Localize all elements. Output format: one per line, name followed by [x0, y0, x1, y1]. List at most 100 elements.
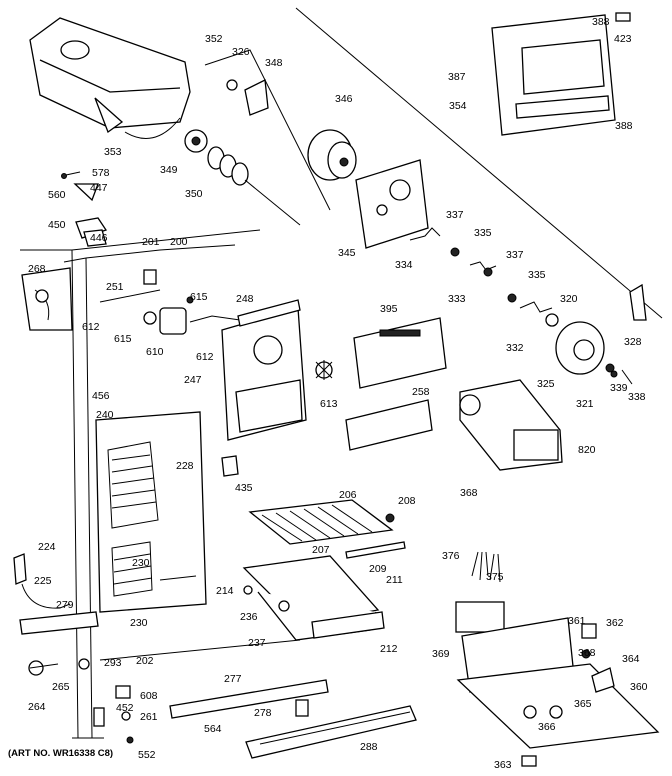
callout-277: 277: [224, 673, 242, 685]
callout-363: 363: [494, 759, 512, 771]
evaporator-panel: [95, 411, 207, 613]
auger-spiral: [207, 146, 301, 226]
callout-264: 264: [28, 701, 46, 713]
wire-terminals: [471, 551, 501, 583]
machine-compartment: [455, 601, 660, 767]
callout-335: 335: [528, 269, 546, 281]
callout-261: 261: [140, 711, 158, 723]
callout-366: 366: [538, 721, 556, 733]
callout-613: 613: [320, 398, 338, 410]
callout-337: 337: [506, 249, 524, 261]
callout-354: 354: [449, 100, 467, 112]
fastener-group: [61, 171, 108, 247]
callout-321: 321: [576, 398, 594, 410]
callout-339: 339: [610, 382, 628, 394]
callout-228: 228: [176, 460, 194, 472]
callout-334: 334: [395, 259, 413, 271]
callout-388: 388: [592, 16, 610, 28]
callout-265: 265: [52, 681, 70, 693]
control-board: [353, 317, 447, 389]
callout-224: 224: [38, 541, 56, 553]
callout-333: 333: [448, 293, 466, 305]
callout-452: 452: [116, 702, 134, 714]
art-number: (ART NO. WR16338 C8): [8, 748, 113, 759]
callout-364: 364: [622, 653, 640, 665]
callout-615: 615: [114, 333, 132, 345]
ice-maker: [459, 379, 563, 471]
callout-820: 820: [578, 444, 596, 456]
callout-349: 349: [160, 164, 178, 176]
callout-200: 200: [170, 236, 188, 248]
linkage-parts: [409, 227, 559, 327]
callout-labels: 3523263483463884233873543883533493505784…: [28, 16, 648, 771]
motor: [307, 129, 357, 181]
auger-gear: [184, 129, 208, 153]
callout-423: 423: [614, 33, 632, 45]
callout-564: 564: [204, 723, 222, 735]
dispenser-door-panel: [491, 12, 631, 136]
callout-369: 369: [432, 648, 450, 660]
ejector-parts: [610, 369, 633, 385]
callout-446: 446: [90, 232, 108, 244]
dispenser-chute-group: [204, 49, 331, 211]
callout-346: 346: [335, 93, 353, 105]
ice-maker-cover: [345, 399, 433, 451]
callout-325: 325: [537, 378, 555, 390]
callout-368: 368: [460, 487, 478, 499]
callout-612: 612: [196, 351, 214, 363]
callout-560: 560: [48, 189, 66, 201]
callout-214: 214: [216, 585, 234, 597]
callout-240: 240: [96, 409, 114, 421]
callout-230: 230: [132, 557, 150, 569]
callout-320: 320: [560, 293, 578, 305]
wire-shelf: [248, 499, 406, 559]
cabinet-frame: [20, 229, 261, 739]
callout-375: 375: [486, 571, 504, 583]
callout-376: 376: [442, 550, 460, 562]
callout-288: 288: [360, 741, 378, 753]
crisper-pan: [242, 555, 385, 641]
callout-361: 361: [568, 615, 586, 627]
callout-610: 610: [146, 346, 164, 358]
callout-207: 207: [312, 544, 330, 556]
callout-345: 345: [338, 247, 356, 259]
callout-268: 268: [28, 263, 46, 275]
door-handle: [21, 267, 73, 331]
callout-348: 348: [265, 57, 283, 69]
callout-365: 365: [574, 698, 592, 710]
callout-578: 578: [92, 167, 110, 179]
divider-line: [295, 7, 663, 319]
callout-202: 202: [136, 655, 154, 667]
rail-hardware: [93, 685, 134, 744]
callout-212: 212: [380, 643, 398, 655]
fan-shroud: [221, 299, 307, 441]
callout-258: 258: [412, 386, 430, 398]
callout-328: 328: [624, 336, 642, 348]
callout-450: 450: [48, 219, 66, 231]
callout-435: 435: [235, 482, 253, 494]
callout-456: 456: [92, 390, 110, 402]
callout-206: 206: [339, 489, 357, 501]
ice-maker-motor: [555, 321, 615, 375]
fan-blade: [315, 360, 333, 380]
lower-left-parts: [13, 553, 301, 676]
harness-clip: [629, 283, 647, 321]
callout-278: 278: [254, 707, 272, 719]
callout-552: 552: [138, 749, 156, 761]
callout-612: 612: [82, 321, 100, 333]
callout-615: 615: [190, 291, 208, 303]
callout-248: 248: [236, 293, 254, 305]
callout-332: 332: [506, 342, 524, 354]
callout-362: 362: [606, 617, 624, 629]
callout-337: 337: [446, 209, 464, 221]
callout-208: 208: [398, 495, 416, 507]
callout-236: 236: [240, 611, 258, 623]
mounting-bracket: [355, 159, 429, 249]
callout-335: 335: [474, 227, 492, 239]
callout-353: 353: [104, 146, 122, 158]
callout-237: 237: [248, 637, 266, 649]
callout-209: 209: [369, 563, 387, 575]
bottom-rail: [169, 679, 417, 759]
callout-388: 388: [615, 120, 633, 132]
